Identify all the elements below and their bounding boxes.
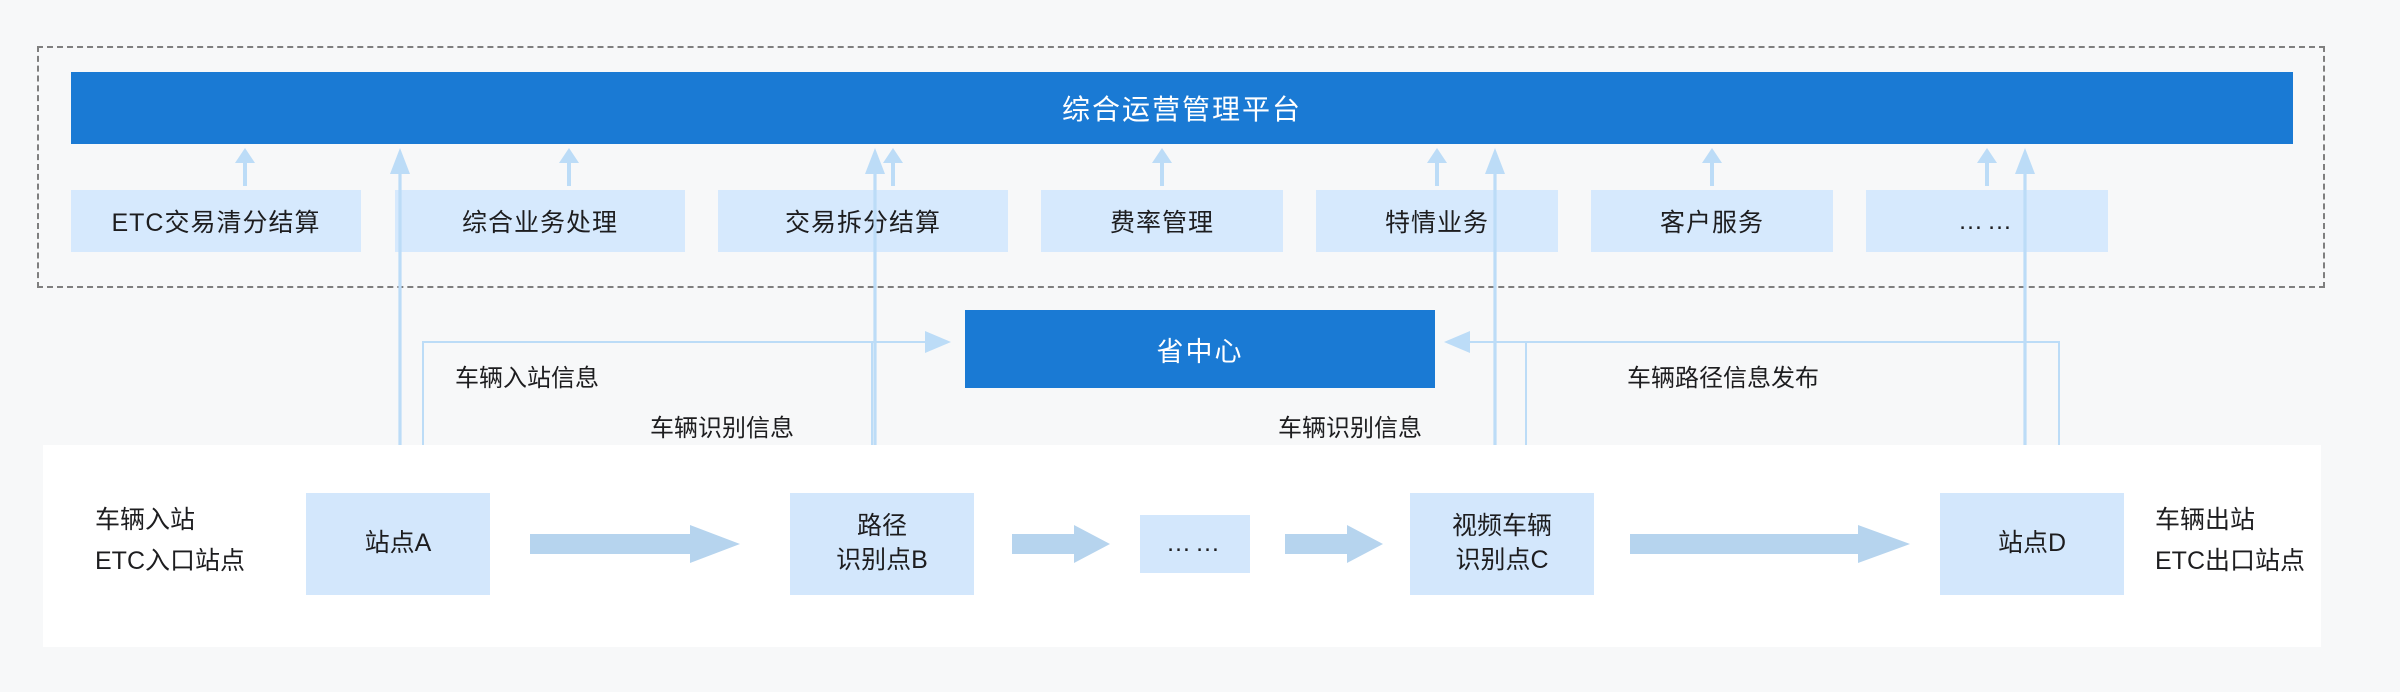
station-box-more[interactable]: ……: [1140, 515, 1250, 573]
province-center-box: 省中心: [965, 310, 1435, 388]
module-chip-special-business[interactable]: 特情业务: [1316, 190, 1558, 252]
station-box-d[interactable]: 站点D: [1940, 493, 2124, 595]
connector-line-publish-vertical: [2058, 341, 2060, 493]
module-chip-label: 综合业务处理: [461, 209, 618, 237]
module-chip-transaction-split[interactable]: 交易拆分结算: [718, 190, 1008, 252]
station-label-line1: 视频车辆: [1451, 512, 1552, 541]
connector-line-entry-horizontal: [422, 341, 927, 343]
module-chip-label: 费率管理: [1109, 209, 1214, 237]
arrow-up-icon: [1151, 148, 1173, 186]
module-chip-label: 交易拆分结算: [784, 209, 941, 237]
connector-line-entry-vertical: [422, 341, 424, 493]
module-chip-integrated-business[interactable]: 综合业务处理: [395, 190, 685, 252]
module-chip-customer-service[interactable]: 客户服务: [1591, 190, 1833, 252]
module-chip-label: ETC交易清分结算: [111, 209, 321, 237]
edge-label-text: 车辆识别信息: [1278, 415, 1422, 442]
module-chip-etc-settlement[interactable]: ETC交易清分结算: [71, 190, 361, 252]
station-label-line2: 识别点C: [1455, 546, 1549, 574]
arrow-up-icon: [1976, 148, 1998, 186]
edge-label-vehicle-recognition-info-b: 车辆识别信息: [650, 408, 794, 443]
arrow-up-icon: [1484, 148, 1506, 493]
edge-label-text: 车辆识别信息: [650, 415, 794, 442]
station-label-line1: ……: [1166, 529, 1224, 558]
edge-label-text: 车辆路径信息发布: [1627, 365, 1819, 392]
arrow-up-icon: [864, 148, 886, 493]
arrow-up-icon: [2014, 148, 2036, 493]
province-center-label: 省中心: [1156, 336, 1244, 367]
block-arrow-right-icon: [1630, 525, 1910, 563]
arrow-up-icon: [882, 148, 904, 186]
platform-title-bar: 综合运营管理平台: [71, 72, 2293, 144]
caption-text: 车辆入站 ETC入口站点: [95, 506, 246, 576]
module-chip-label: 特情业务: [1384, 209, 1489, 237]
platform-title: 综合运营管理平台: [1061, 94, 1302, 125]
arrow-up-icon: [389, 148, 411, 493]
module-chip-label: ……: [1958, 206, 2016, 235]
module-chip-more[interactable]: ……: [1866, 190, 2108, 252]
module-chip-label: 客户服务: [1659, 209, 1764, 237]
station-label-line1: 站点D: [1997, 529, 2067, 558]
station-box-video-recognition-c[interactable]: 视频车辆 识别点C: [1410, 493, 1594, 595]
arrow-right-icon: [925, 328, 951, 356]
arrow-up-icon: [558, 148, 580, 186]
connector-line-publish-horizontal: [1470, 341, 2060, 343]
station-box-route-recognition-b[interactable]: 路径 识别点B: [790, 493, 974, 595]
edge-label-vehicle-entry-info: 车辆入站信息: [455, 358, 599, 393]
station-box-a[interactable]: 站点A: [306, 493, 490, 595]
arrow-up-icon: [1426, 148, 1448, 186]
arrow-up-icon: [234, 148, 256, 186]
arrow-up-icon: [1701, 148, 1723, 186]
edge-label-vehicle-route-publish: 车辆路径信息发布: [1627, 358, 1819, 393]
caption-vehicle-entry: 车辆入站 ETC入口站点: [95, 500, 245, 583]
caption-text: 车辆出站 ETC出口站点: [2155, 506, 2306, 576]
block-arrow-right-icon: [530, 525, 740, 563]
station-label-line2: 识别点B: [836, 546, 928, 574]
edge-label-vehicle-recognition-info-c: 车辆识别信息: [1278, 408, 1422, 443]
connector-line-recognition-c-vertical: [1525, 341, 1527, 493]
arrow-left-icon: [1444, 328, 1470, 356]
platform-group-boundary: [37, 46, 2325, 288]
block-arrow-right-icon: [1285, 525, 1383, 563]
connector-line-recognition-b-vertical: [871, 341, 873, 493]
caption-vehicle-exit: 车辆出站 ETC出口站点: [2155, 500, 2305, 583]
module-chip-rate-management[interactable]: 费率管理: [1041, 190, 1283, 252]
station-label-line1: 路径: [856, 512, 907, 541]
block-arrow-right-icon: [1012, 525, 1110, 563]
edge-label-text: 车辆入站信息: [455, 365, 599, 392]
station-label-line1: 站点A: [364, 529, 432, 558]
